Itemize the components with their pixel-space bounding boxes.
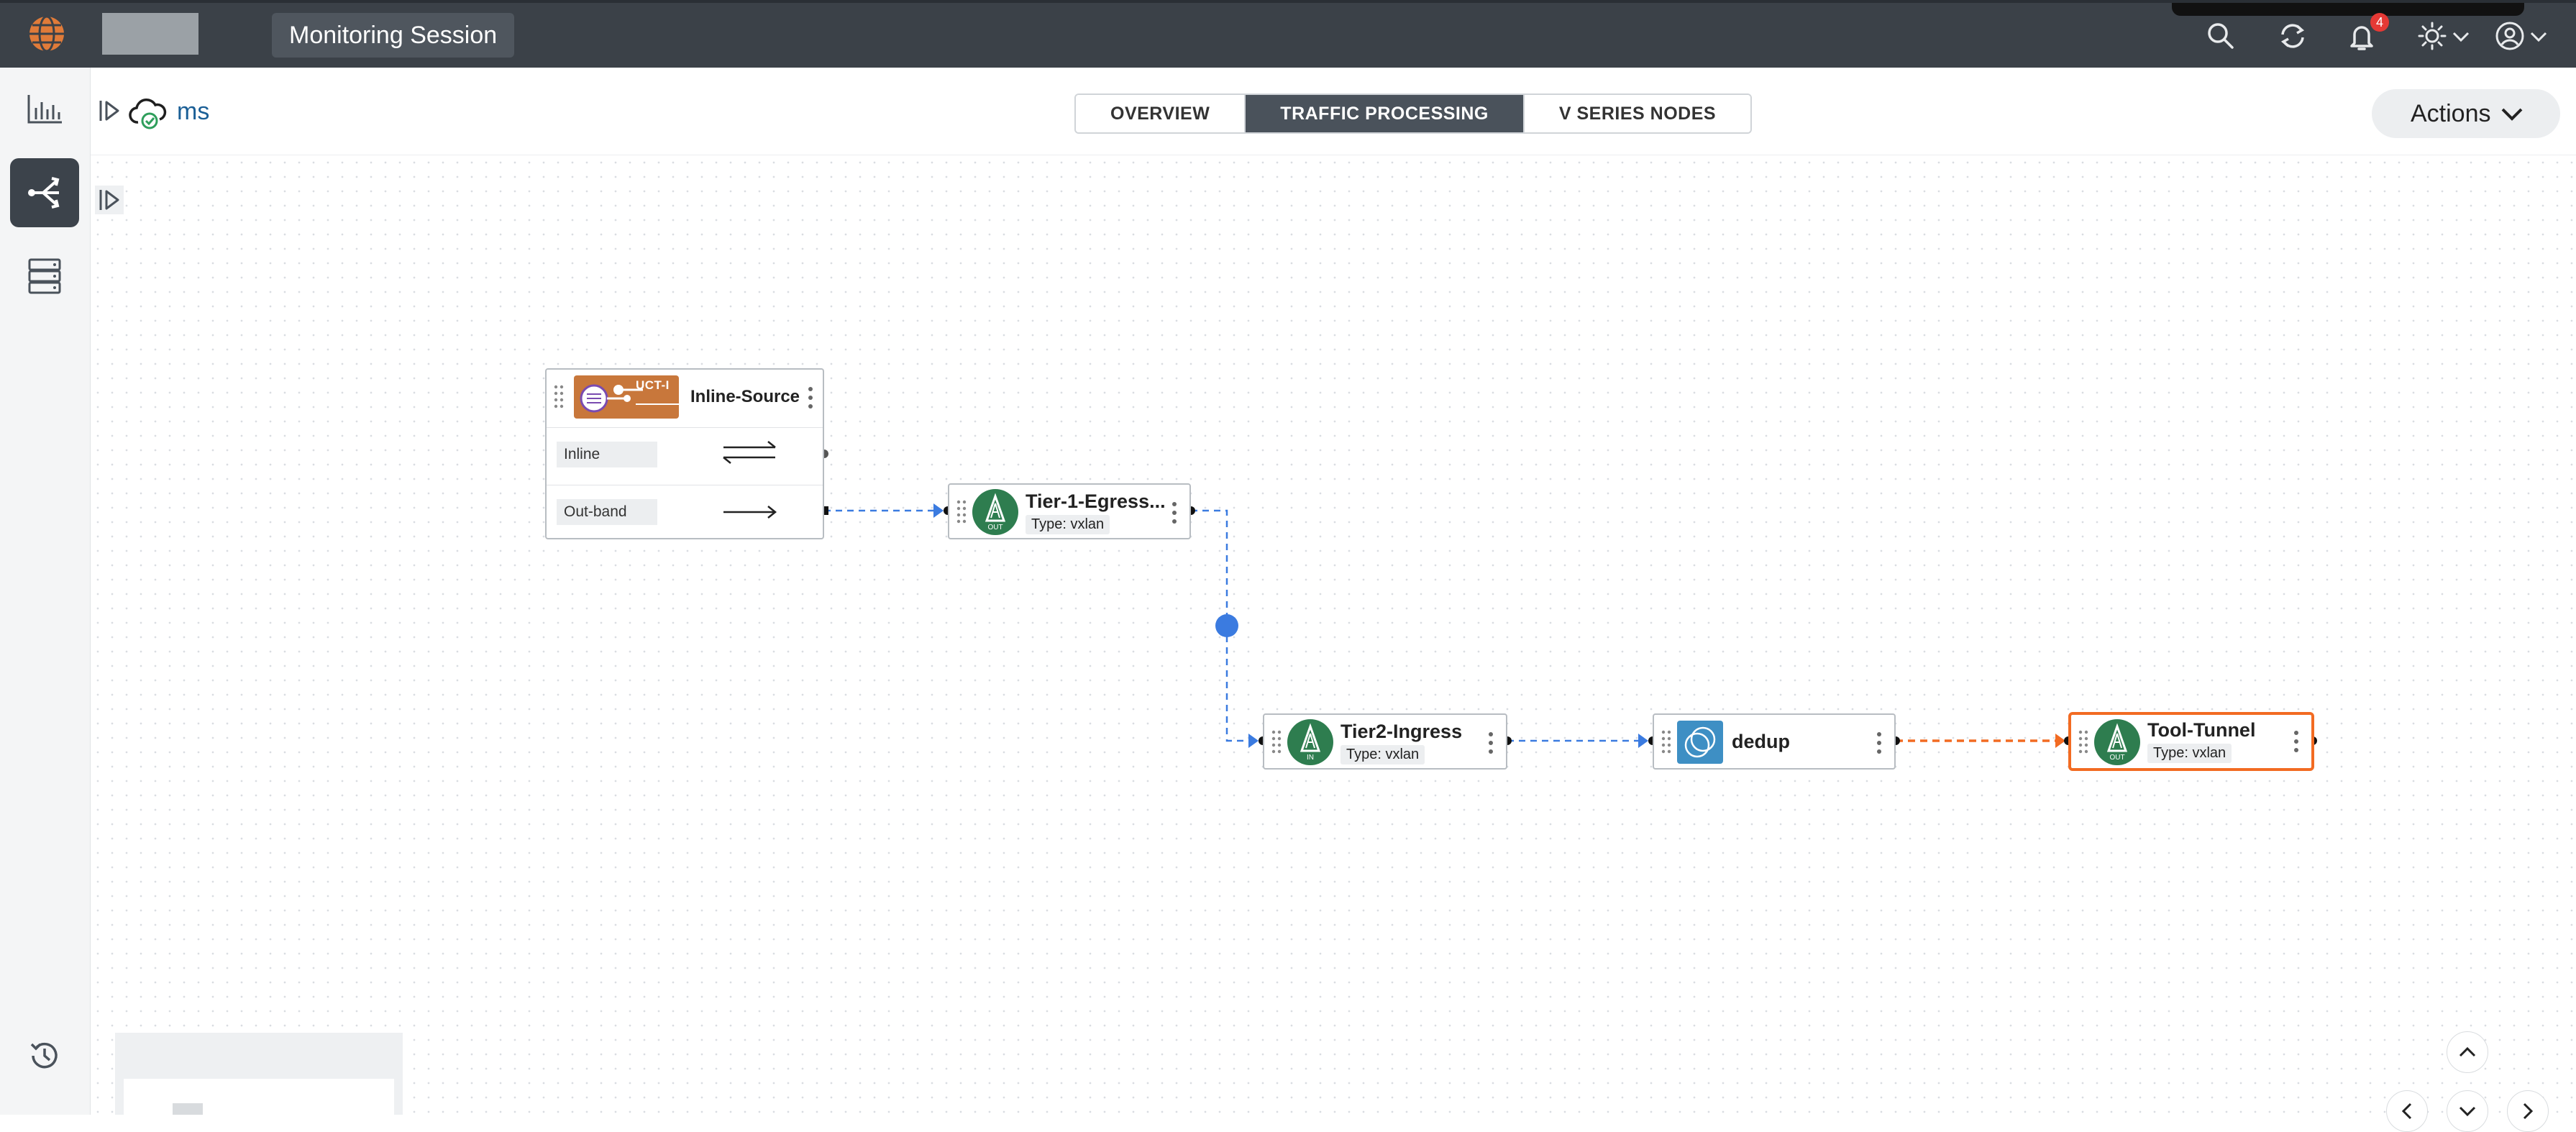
expand-panel-icon[interactable]	[95, 96, 124, 125]
node-tier2-ingress[interactable]: IN Tier2-Ingress Type: vxlan	[1263, 713, 1507, 770]
minimap-viewport[interactable]	[124, 1079, 394, 1115]
node-menu-icon[interactable]	[1171, 501, 1178, 525]
chevron-left-icon	[2401, 1103, 2412, 1120]
chevron-up-icon	[2459, 1046, 2476, 1057]
bidirectional-arrow-icon	[723, 441, 776, 464]
chevron-down-icon[interactable]	[2451, 19, 2471, 53]
node-type: Type: vxlan	[2147, 744, 2232, 763]
expand-palette-icon[interactable]	[95, 186, 124, 214]
drag-handle-icon[interactable]	[1271, 729, 1282, 754]
search-icon[interactable]	[2203, 19, 2238, 53]
node-tier-1-egress[interactable]: OUT Tier-1-Egress... Type: vxlan	[948, 483, 1191, 539]
drag-handle-icon[interactable]	[1661, 729, 1671, 754]
node-inline-source[interactable]: UCT-I Inline-Source Inline Out-band	[545, 368, 824, 539]
divider	[547, 427, 823, 428]
session-title: Monitoring Session	[272, 13, 515, 58]
node-tool-tunnel[interactable]: OUT Tool-Tunnel Type: vxlan	[2068, 712, 2314, 771]
sidebar-item-traffic-flow[interactable]	[10, 158, 79, 227]
logo-text: UCT-I	[636, 378, 670, 392]
port-label-out-band: Out-band	[557, 499, 657, 525]
actions-label: Actions	[2411, 100, 2491, 127]
circuit-logo-icon	[580, 384, 679, 413]
drag-handle-icon[interactable]	[554, 384, 564, 408]
node-menu-icon[interactable]	[1487, 731, 1494, 755]
globe-logo-icon[interactable]	[27, 14, 66, 53]
tunnel-out-icon: OUT	[972, 489, 1018, 535]
node-menu-icon[interactable]	[2293, 729, 2300, 754]
pan-left-button[interactable]	[2386, 1090, 2428, 1132]
tunnel-badge-text: IN	[1307, 754, 1314, 762]
history-icon	[30, 1042, 58, 1069]
node-title: Tier-1-Egress...	[1026, 490, 1166, 512]
left-sidebar	[0, 68, 91, 1115]
tab-v-series-nodes[interactable]: V SERIES NODES	[1522, 95, 1751, 132]
tab-traffic-processing[interactable]: TRAFFIC PROCESSING	[1244, 95, 1523, 132]
server-stack-icon	[28, 258, 61, 294]
node-title: Inline-Source	[690, 387, 800, 406]
session-name[interactable]: ms	[177, 98, 210, 125]
right-arrow-icon	[723, 506, 777, 519]
dedup-icon	[1677, 721, 1723, 764]
tunnel-in-icon: IN	[1287, 719, 1333, 765]
bar-chart-icon	[27, 95, 62, 124]
cloud-status-icon	[129, 99, 167, 129]
tunnel-badge-text: OUT	[987, 524, 1002, 531]
tab-overview[interactable]: OVERVIEW	[1076, 95, 1245, 132]
view-tabs: OVERVIEW TRAFFIC PROCESSING V SERIES NOD…	[1074, 93, 1753, 134]
node-menu-icon[interactable]	[807, 385, 814, 410]
chevron-down-icon	[2501, 108, 2523, 121]
window-notch	[2172, 3, 2524, 16]
chevron-down-icon	[2459, 1106, 2476, 1117]
node-dedup[interactable]: dedup	[1653, 713, 1896, 770]
drag-handle-icon[interactable]	[2078, 729, 2088, 754]
top-bar: Monitoring Session 4	[0, 0, 2576, 68]
actions-button[interactable]: Actions	[2372, 89, 2560, 138]
node-title: dedup	[1732, 731, 1790, 752]
flow-split-icon	[28, 177, 60, 209]
theme-sun-icon[interactable]	[2415, 19, 2449, 53]
pan-right-button[interactable]	[2507, 1090, 2549, 1132]
port-label-inline: Inline	[557, 442, 657, 467]
chevron-down-icon[interactable]	[2529, 19, 2549, 53]
tunnel-out-icon: OUT	[2094, 719, 2140, 765]
node-title: Tool-Tunnel	[2147, 719, 2256, 741]
inline-source-logo: UCT-I	[574, 375, 679, 419]
bell-icon[interactable]	[2344, 19, 2379, 53]
pan-up-button[interactable]	[2447, 1031, 2488, 1073]
chevron-right-icon	[2523, 1103, 2534, 1120]
refresh-icon[interactable]	[2275, 19, 2310, 53]
node-menu-icon[interactable]	[1876, 731, 1883, 755]
user-avatar-icon[interactable]	[2493, 19, 2527, 53]
node-title: Tier2-Ingress	[1340, 721, 1463, 742]
node-type: Type: vxlan	[1340, 745, 1425, 764]
drag-handle-icon[interactable]	[956, 499, 967, 524]
pipeline-canvas[interactable]	[91, 155, 2576, 1115]
sidebar-item-history[interactable]	[10, 1021, 79, 1090]
product-logo-placeholder	[102, 13, 198, 55]
node-type: Type: vxlan	[1026, 515, 1110, 534]
minimap-node-preview	[173, 1103, 203, 1115]
sidebar-item-servers[interactable]	[10, 242, 79, 311]
tunnel-badge-text: OUT	[2109, 754, 2124, 762]
notification-badge: 4	[2370, 13, 2389, 32]
pan-down-button[interactable]	[2447, 1090, 2488, 1132]
sidebar-item-analytics[interactable]	[10, 75, 79, 144]
